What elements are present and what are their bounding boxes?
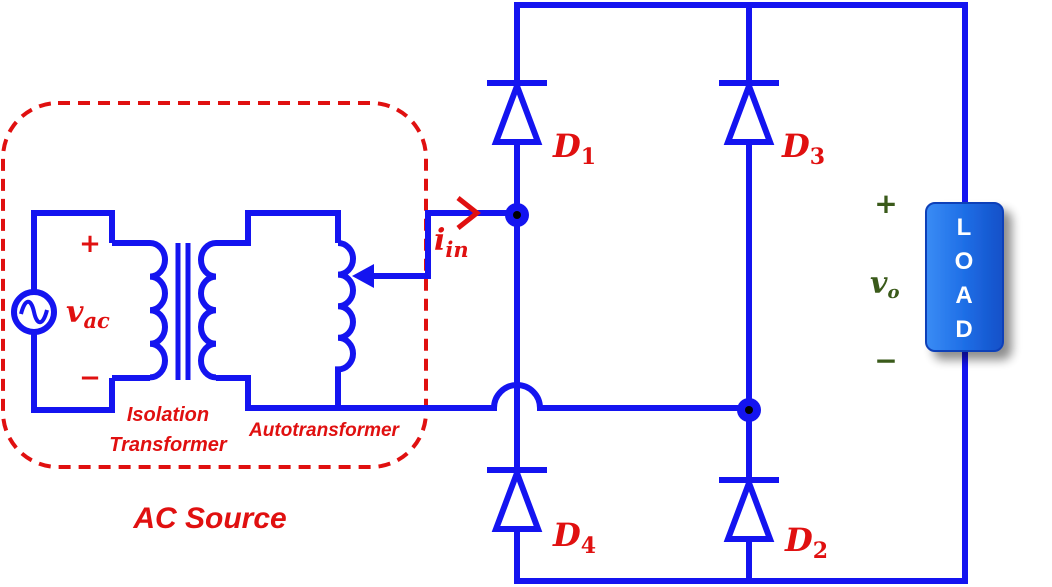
load-letter: O xyxy=(955,248,974,275)
transformer-wiring xyxy=(216,210,341,411)
ac-source-enclosure xyxy=(1,101,428,469)
lower-supply-wire xyxy=(338,382,748,411)
transformer-core xyxy=(175,243,191,380)
output-minus-sign: − xyxy=(874,344,897,377)
load-letter: D xyxy=(955,316,972,343)
load-letter: L xyxy=(957,214,972,241)
bridge-wiring xyxy=(514,2,968,584)
diode-d3-label: D3 xyxy=(781,127,825,170)
autotransformer-coil xyxy=(335,240,356,378)
isolation-primary-coil xyxy=(149,240,168,381)
diode-d1 xyxy=(487,77,547,145)
output-plus-sign: + xyxy=(874,187,897,220)
isolation-secondary-coil xyxy=(198,240,217,381)
diode-d3 xyxy=(719,77,779,145)
output-voltage-label: vo xyxy=(870,266,899,303)
junction-node-upper xyxy=(505,203,529,227)
diode-d4 xyxy=(487,464,547,532)
ac-source-label: AC Source xyxy=(132,502,286,535)
diode-d1-label: D1 xyxy=(552,127,596,170)
load-letter: A xyxy=(955,282,972,309)
diode-d4-label: D4 xyxy=(552,516,596,559)
ac-voltage-source xyxy=(11,289,57,335)
current-direction-arrow xyxy=(456,196,482,230)
junction-node-lower xyxy=(737,398,761,422)
source-minus-sign: − xyxy=(79,363,101,393)
diode-d2-label: D2 xyxy=(784,521,828,564)
source-plus-sign: + xyxy=(79,229,101,259)
isolation-transformer-label-line2: Transformer xyxy=(109,434,228,456)
autotransformer-label: Autotransformer xyxy=(248,420,401,441)
diode-d2 xyxy=(719,474,779,542)
load-block: L O A D xyxy=(925,202,1004,352)
isolation-transformer-label-line1: Isolation xyxy=(127,404,209,426)
input-current-label: iin xyxy=(434,223,469,262)
autotransformer-tap-arrow xyxy=(352,210,517,288)
source-voltage-label: vac xyxy=(66,295,110,333)
sine-wave-icon xyxy=(19,299,49,325)
